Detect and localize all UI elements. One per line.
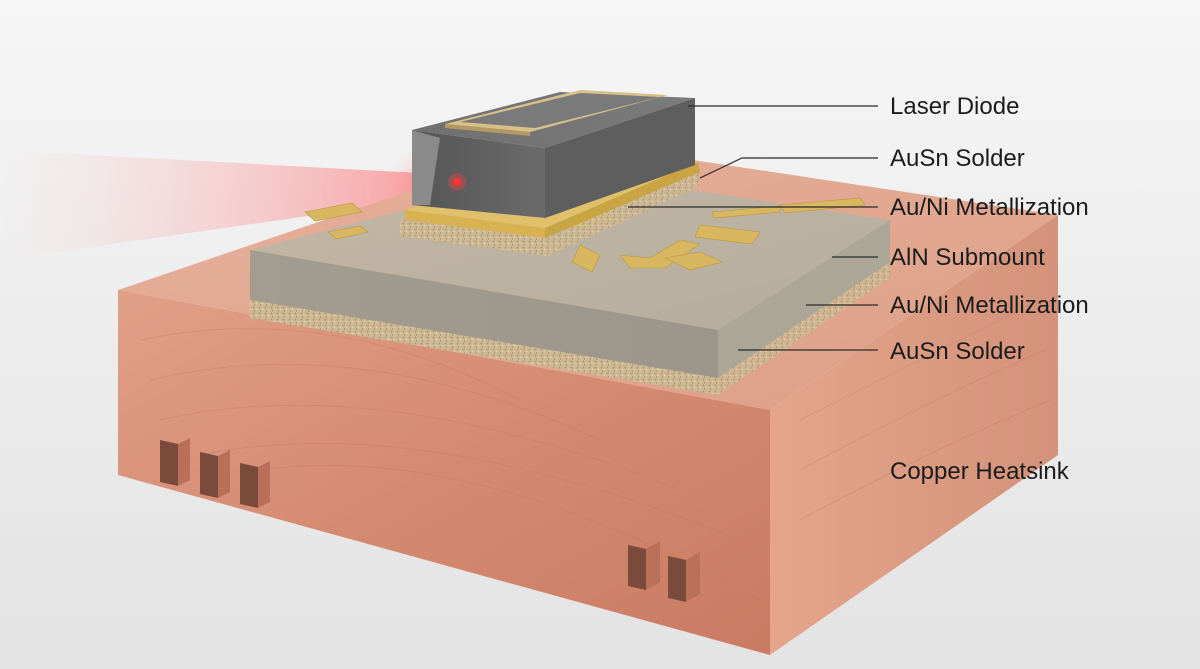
- leader-ausn-top: [699, 157, 878, 179]
- laser-diode: [412, 90, 695, 218]
- heatsink-texture: [139, 299, 1051, 601]
- heatsink-front-face: [118, 290, 770, 655]
- laser-emitter-halo: [448, 173, 466, 191]
- heatsink-fin-slots-right: [628, 545, 686, 602]
- bottom-solder-layer: [250, 260, 890, 395]
- heatsink-fin-slots-left-inner: [178, 438, 270, 508]
- label-auni-metallization-top: Au/Ni Metallization: [890, 194, 1089, 221]
- heatsink-side-face: [770, 215, 1058, 655]
- submount-side-face: [718, 220, 890, 378]
- diode-front-face: [412, 130, 545, 218]
- diode-top-contact-edge: [445, 124, 530, 136]
- submount-front-face: [250, 250, 718, 378]
- leader-lines: [628, 105, 878, 351]
- top-solder-layer: [400, 170, 700, 256]
- diode-facet: [412, 130, 440, 205]
- diode-side-face: [545, 98, 695, 218]
- label-ausn-solder-top: AuSn Solder: [890, 145, 1025, 172]
- heatsink-fin-slots-right-inner: [646, 541, 700, 602]
- laser-beam: [0, 150, 455, 260]
- label-auni-metallization-bottom: Au/Ni Metallization: [890, 292, 1089, 319]
- diode-top-cap: [460, 93, 660, 128]
- label-copper-heatsink: Copper Heatsink: [890, 458, 1070, 485]
- label-laser-diode: Laser Diode: [890, 93, 1019, 120]
- laser-emitter: [453, 178, 461, 186]
- label-aln-submount: AlN Submount: [890, 244, 1045, 271]
- heatsink-fin-slots-left: [160, 440, 258, 508]
- label-ausn-solder-bottom: AuSn Solder: [890, 338, 1025, 365]
